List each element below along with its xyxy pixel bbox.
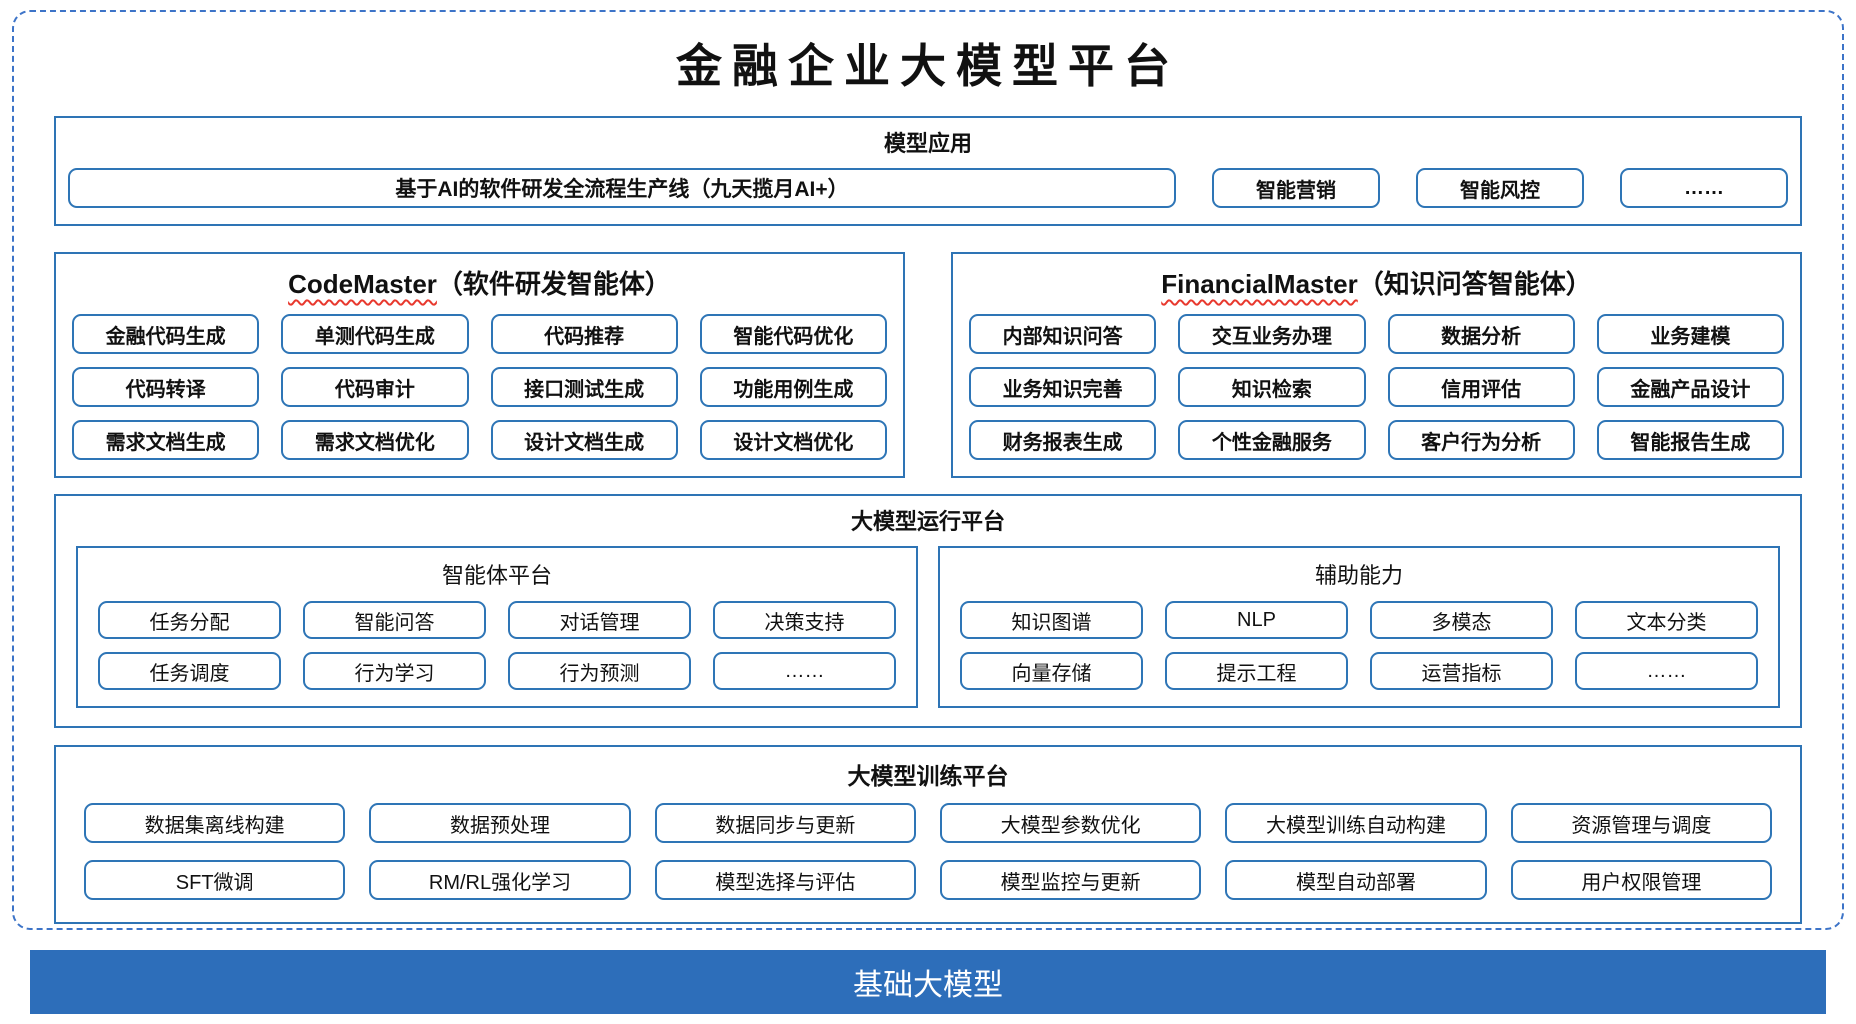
panel-financialmaster-title: FinancialMaster（知识问答智能体） (969, 264, 1784, 301)
agent-platform-box: 行为预测 (508, 652, 691, 690)
codemaster-box: 代码推荐 (490, 314, 678, 354)
financialmaster-box: 业务知识完善 (969, 367, 1157, 407)
aux-capability-box: 文本分类 (1575, 601, 1758, 639)
agent-platform-box: 任务调度 (98, 652, 281, 690)
financialmaster-box: 交互业务办理 (1178, 314, 1366, 354)
financialmaster-box: 知识检索 (1178, 367, 1366, 407)
agent-platform-box: 行为学习 (303, 652, 486, 690)
agent-platform-box: 对话管理 (508, 601, 691, 639)
panel-financialmaster: FinancialMaster（知识问答智能体） 内部知识问答 交互业务办理 数… (951, 252, 1802, 478)
financialmaster-grid: 内部知识问答 交互业务办理 数据分析 业务建模 业务知识完善 知识检索 信用评估… (969, 314, 1784, 460)
codemaster-box: 接口测试生成 (490, 367, 678, 407)
app-box: 智能风控 (1416, 168, 1584, 208)
foundation-model-bar: 基础大模型 (30, 950, 1826, 1014)
section-training-header: 大模型训练平台 (847, 763, 1009, 789)
agent-platform-box: 任务分配 (98, 601, 281, 639)
financialmaster-box: 内部知识问答 (969, 314, 1157, 354)
training-box: 模型自动部署 (1225, 860, 1487, 900)
section-training-platform: 大模型训练平台 数据集离线构建 数据预处理 数据同步与更新 大模型参数优化 大模… (54, 745, 1802, 924)
financialmaster-box: 智能报告生成 (1596, 420, 1784, 460)
codemaster-grid: 金融代码生成 单测代码生成 代码推荐 智能代码优化 代码转译 代码审计 接口测试… (72, 314, 887, 460)
codemaster-box: 功能用例生成 (699, 367, 887, 407)
diagram-frame: 金融企业大模型平台 模型应用 基于AI的软件研发全流程生产线（九天揽月AI+） … (12, 10, 1844, 930)
financialmaster-title-zh: （知识问答智能体） (1357, 269, 1592, 299)
aux-capability-box: 运营指标 (1370, 652, 1553, 690)
codemaster-box: 代码审计 (281, 367, 469, 407)
financialmaster-box: 客户行为分析 (1387, 420, 1575, 460)
training-box: 数据集离线构建 (84, 803, 346, 843)
financialmaster-title-en: FinancialMaster (1161, 269, 1358, 299)
codemaster-box: 单测代码生成 (281, 314, 469, 354)
aux-capability-box: 向量存储 (960, 652, 1143, 690)
app-box-ellipsis: …… (1620, 168, 1788, 208)
subpanel-aux-capability: 辅助能力 知识图谱 NLP 多模态 文本分类 向量存储 提示工程 运营指标 …… (938, 546, 1780, 708)
section-model-applications-header: 模型应用 (883, 131, 972, 156)
financialmaster-box: 信用评估 (1387, 367, 1575, 407)
financialmaster-box: 业务建模 (1596, 314, 1784, 354)
codemaster-box: 设计文档生成 (490, 420, 678, 460)
aux-capability-box: 多模态 (1370, 601, 1553, 639)
codemaster-box: 金融代码生成 (72, 314, 260, 354)
subpanel-agent-platform: 智能体平台 任务分配 智能问答 对话管理 决策支持 任务调度 行为学习 行为预测… (76, 546, 918, 708)
panel-codemaster: CodeMaster（软件研发智能体） 金融代码生成 单测代码生成 代码推荐 智… (54, 252, 905, 478)
codemaster-box: 设计文档优化 (699, 420, 887, 460)
financialmaster-box: 个性金融服务 (1178, 420, 1366, 460)
runtime-subpanels: 智能体平台 任务分配 智能问答 对话管理 决策支持 任务调度 行为学习 行为预测… (56, 544, 1800, 708)
aux-capability-grid: 知识图谱 NLP 多模态 文本分类 向量存储 提示工程 运营指标 …… (960, 601, 1758, 690)
panel-codemaster-title: CodeMaster（软件研发智能体） (72, 264, 887, 301)
section-runtime-platform: 大模型运行平台 智能体平台 任务分配 智能问答 对话管理 决策支持 任务调度 行… (54, 494, 1802, 728)
training-grid: 数据集离线构建 数据预处理 数据同步与更新 大模型参数优化 大模型训练自动构建 … (56, 803, 1800, 900)
aux-capability-box: NLP (1165, 601, 1348, 639)
agent-platform-box: 决策支持 (713, 601, 896, 639)
codemaster-box: 智能代码优化 (699, 314, 887, 354)
section-model-applications: 模型应用 基于AI的软件研发全流程生产线（九天揽月AI+） 智能营销 智能风控 … (54, 116, 1802, 226)
agent-platform-header: 智能体平台 (441, 563, 552, 588)
agent-platform-box-ellipsis: …… (713, 652, 896, 690)
training-box: 模型选择与评估 (654, 860, 916, 900)
aux-capability-box-ellipsis: …… (1575, 652, 1758, 690)
codemaster-box: 需求文档生成 (72, 420, 260, 460)
training-box: RM/RL强化学习 (369, 860, 631, 900)
page-title: 金融企业大模型平台 (676, 39, 1180, 93)
model-applications-row: 基于AI的软件研发全流程生产线（九天揽月AI+） 智能营销 智能风控 …… (56, 166, 1800, 224)
training-box: 数据同步与更新 (654, 803, 916, 843)
app-box: 智能营销 (1212, 168, 1380, 208)
training-box: 大模型参数优化 (940, 803, 1202, 843)
codemaster-box: 需求文档优化 (281, 420, 469, 460)
training-box: 资源管理与调度 (1510, 803, 1772, 843)
codemaster-title-zh: （软件研发智能体） (436, 269, 671, 299)
aux-capability-box: 提示工程 (1165, 652, 1348, 690)
agent-platform-grid: 任务分配 智能问答 对话管理 决策支持 任务调度 行为学习 行为预测 …… (98, 601, 896, 690)
foundation-model-label: 基础大模型 (853, 969, 1003, 1002)
financialmaster-box: 财务报表生成 (969, 420, 1157, 460)
training-box: 模型监控与更新 (940, 860, 1202, 900)
codemaster-box: 代码转译 (72, 367, 260, 407)
agents-row: CodeMaster（软件研发智能体） 金融代码生成 单测代码生成 代码推荐 智… (54, 252, 1802, 478)
agent-platform-box: 智能问答 (303, 601, 486, 639)
financialmaster-box: 数据分析 (1387, 314, 1575, 354)
training-box: 用户权限管理 (1510, 860, 1772, 900)
financialmaster-box: 金融产品设计 (1596, 367, 1784, 407)
aux-capability-header: 辅助能力 (1314, 563, 1403, 588)
section-runtime-header: 大模型运行平台 (850, 509, 1005, 534)
codemaster-title-en: CodeMaster (288, 269, 437, 299)
training-box: 大模型训练自动构建 (1225, 803, 1487, 843)
app-box-ai-pipeline: 基于AI的软件研发全流程生产线（九天揽月AI+） (68, 168, 1176, 208)
training-box: SFT微调 (84, 860, 346, 900)
training-box: 数据预处理 (369, 803, 631, 843)
aux-capability-box: 知识图谱 (960, 601, 1143, 639)
